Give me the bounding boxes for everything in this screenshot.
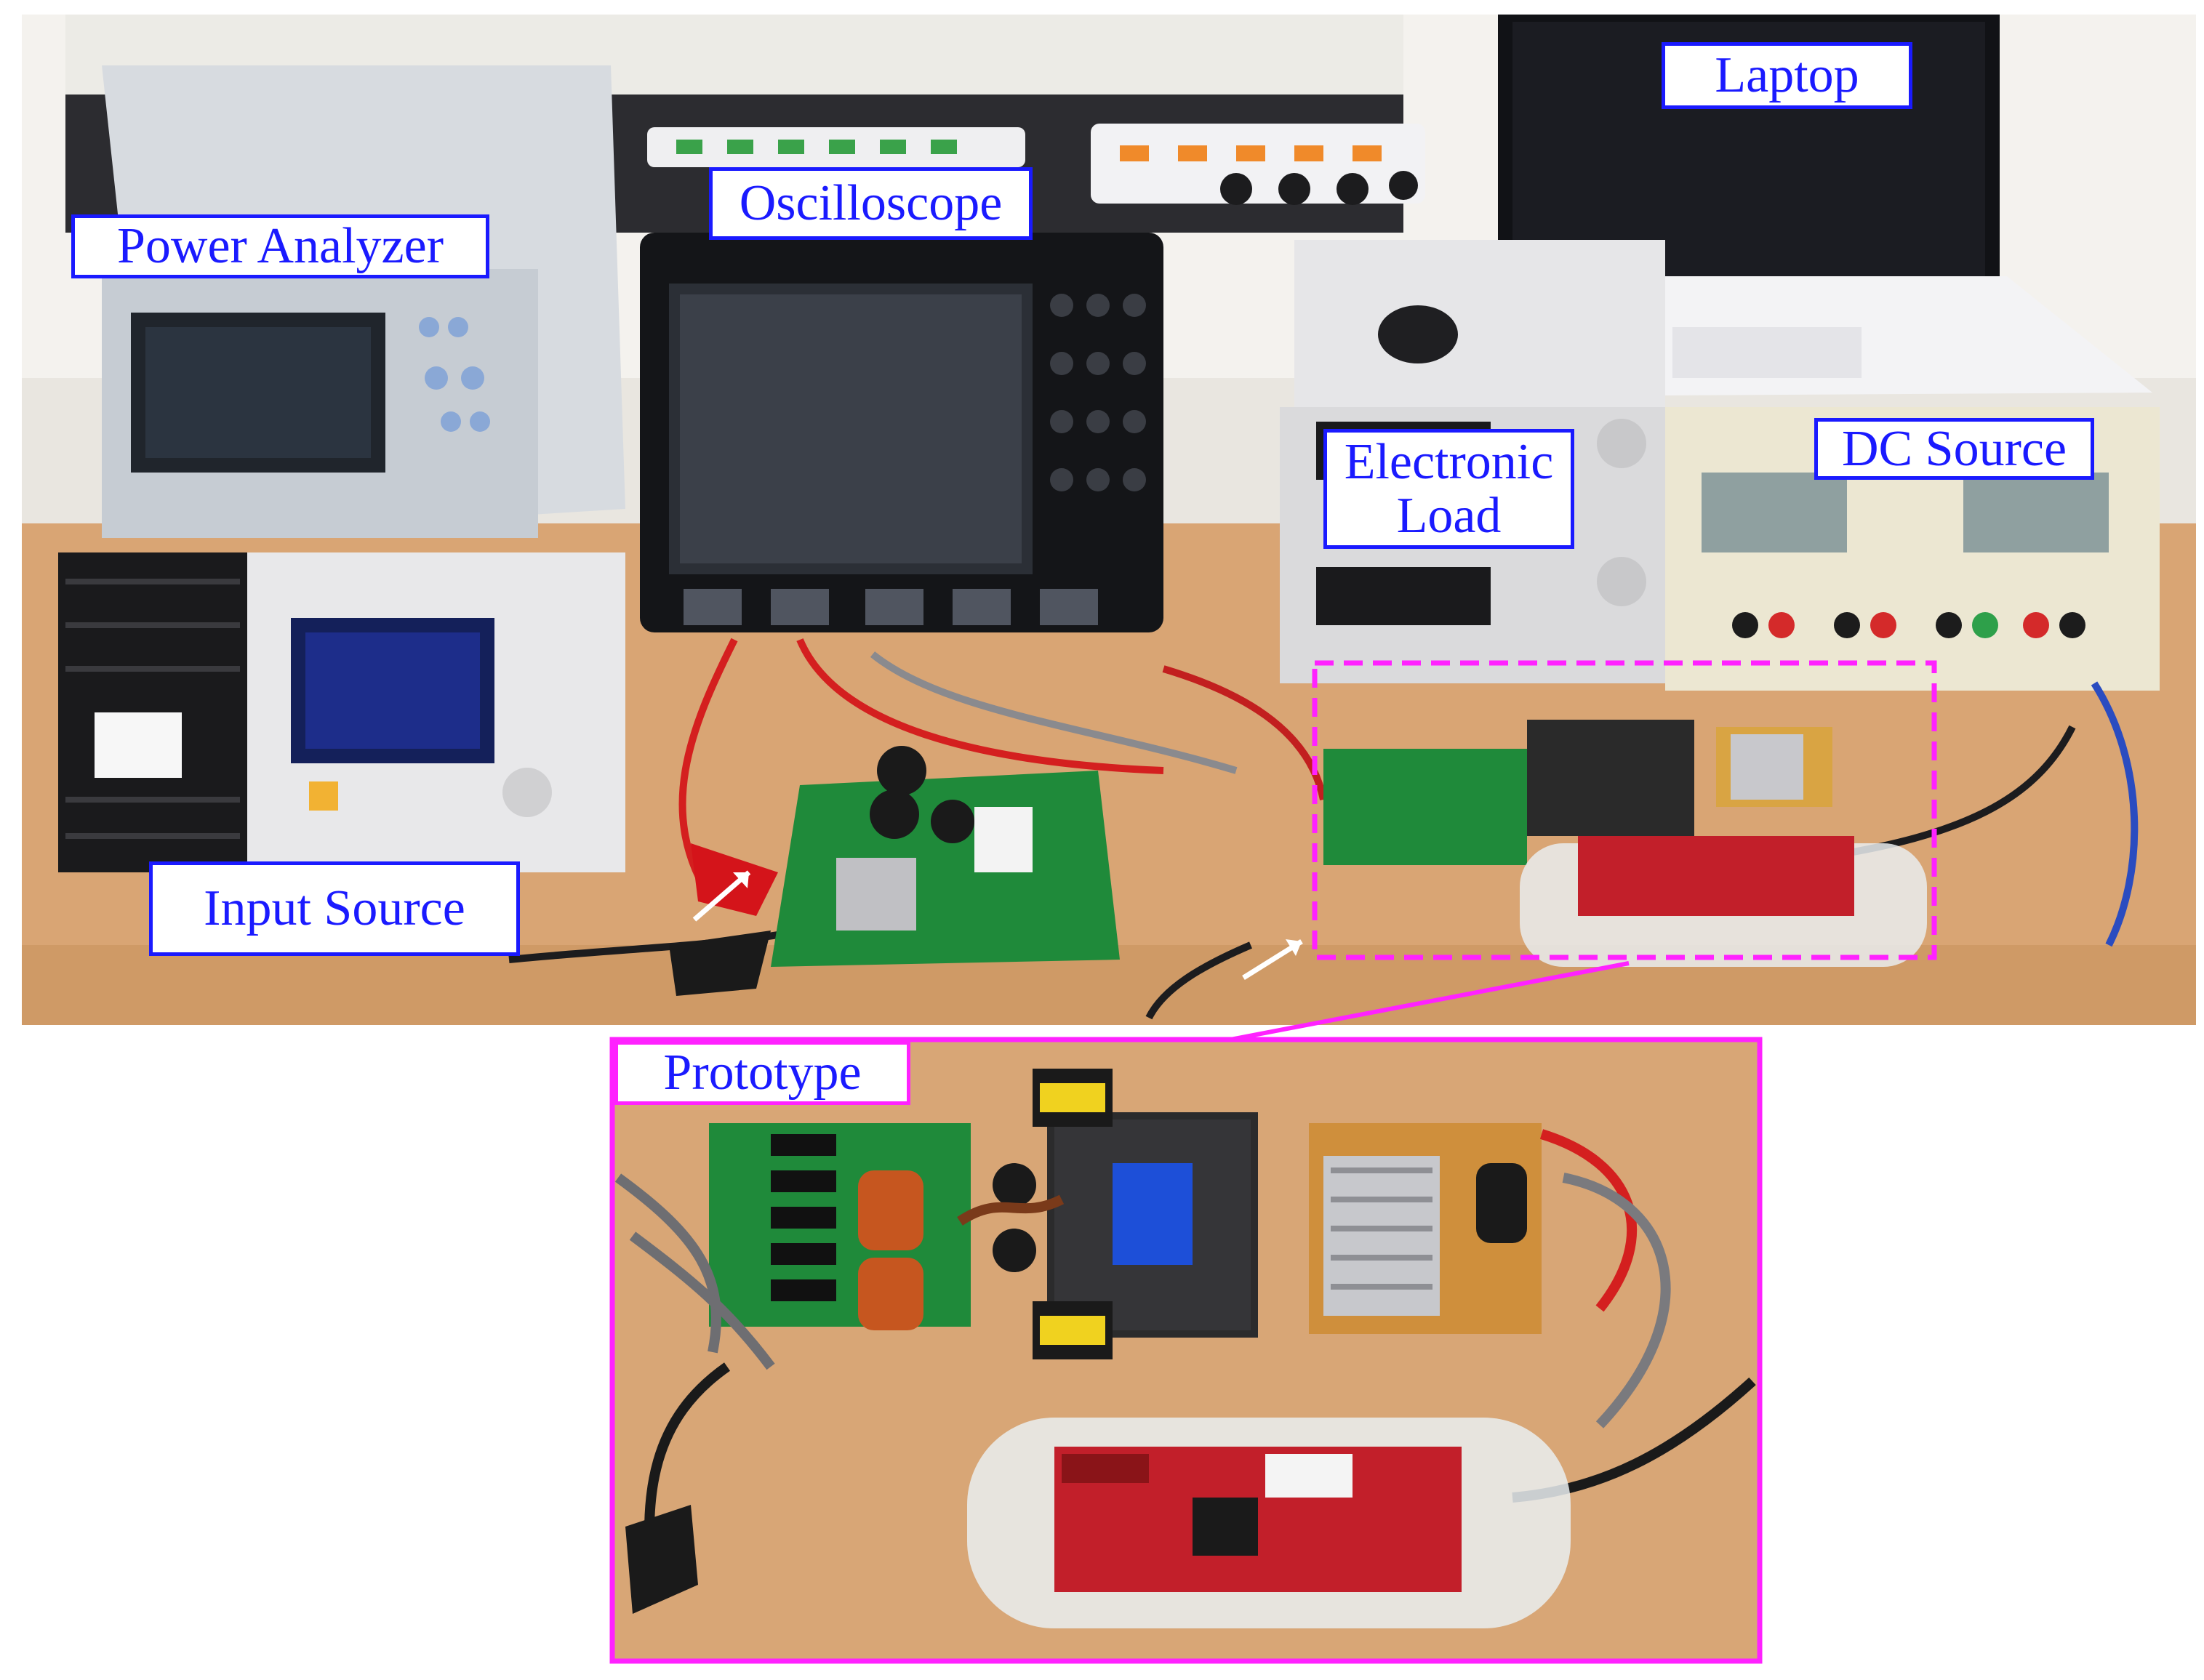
laptop-label: Laptop xyxy=(1662,42,1912,109)
transformer-board xyxy=(993,1069,1258,1359)
prototype-label: Prototype xyxy=(614,1041,910,1105)
power-strip-left xyxy=(647,127,1025,167)
arrow-icon xyxy=(692,870,751,922)
zoom-connector-left xyxy=(1192,961,1630,1049)
dc-source-label: DC Source xyxy=(1814,418,2094,480)
heatsink-board xyxy=(1309,1123,1542,1334)
zoom-cables xyxy=(614,1129,1756,1600)
arrow-icon xyxy=(1242,939,1303,980)
rectifier-board xyxy=(771,746,1120,967)
prototype-zoom-photo xyxy=(609,1037,1763,1664)
probe-plug xyxy=(625,1505,698,1614)
power-analyzer-label: Power Analyzer xyxy=(71,214,489,278)
oscilloscope-device xyxy=(640,233,1163,632)
electronic-load-label: Electronic Load xyxy=(1323,429,1574,549)
input-source-device xyxy=(58,552,625,872)
mcu-board xyxy=(1054,1447,1462,1592)
prototype-zoom-frame xyxy=(609,1037,1763,1664)
prototype-highlight-box xyxy=(1312,660,1937,960)
input-source-label: Input Source xyxy=(149,861,520,956)
switching-board xyxy=(709,1123,971,1330)
oscilloscope-label: Oscilloscope xyxy=(709,167,1033,240)
power-strip-right xyxy=(1091,124,1425,205)
probe-clamp xyxy=(669,931,771,996)
electronic-load-label-line1: Electronic xyxy=(1344,434,1554,490)
power-analyzer-device xyxy=(102,65,625,538)
current-clamp xyxy=(691,843,778,916)
electronic-load-label-line2: Load xyxy=(1396,487,1502,544)
prototype-on-bench xyxy=(1323,720,1927,967)
